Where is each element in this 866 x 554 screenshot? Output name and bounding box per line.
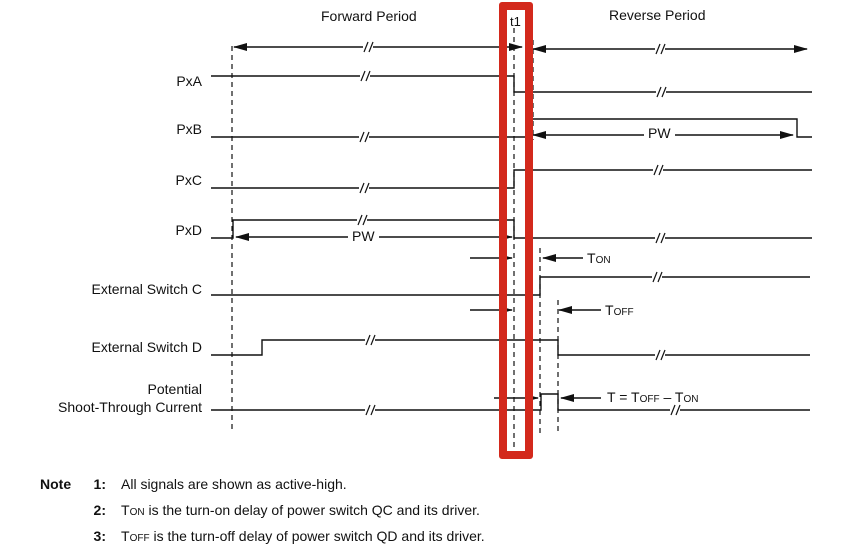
break-gap-13 [670,404,680,416]
forward-period-label: Forward Period [321,8,417,24]
note-row-1: Note 1: All signals are shown as active-… [40,476,485,502]
note-number: 3: [93,528,106,544]
note-rest: All signals are shown as active-high. [121,476,347,492]
break-gap-10 [365,334,375,346]
note-row-3: 3: TOFF is the turn-off delay of power s… [40,528,485,554]
break-slash [359,131,365,143]
break-slash [370,404,376,416]
note-small: OFF [129,533,150,544]
break-gap-6 [653,164,663,176]
break-gap-3 [656,86,666,98]
note-cap: T [121,528,130,544]
note-row-2: 2: TON is the turn-on delay of power swi… [40,502,485,528]
note-rest: is the turn-off delay of power switch QD… [149,528,485,544]
note-title: Note [40,476,72,492]
signal-label-pxa: PxA [176,73,202,89]
break-gap-4 [359,131,369,143]
note-rest: is the turn-on delay of power switch QC … [144,502,480,518]
t1-label: t1 [510,14,521,29]
break-slash [362,214,368,226]
toff-small: OFF [613,307,634,318]
t-eq-s1: OFF [639,394,660,405]
break-slash [657,271,663,283]
break-slash [360,70,366,82]
break-slash [365,70,371,82]
toff-label: TOFF [605,303,634,320]
break-slash [675,404,681,416]
break-slash [357,214,363,226]
break-gap-7 [357,214,367,226]
signal-label-pxc: PxC [175,172,202,188]
signal-label-pxd: PxD [175,222,202,238]
waveform-external-switch-c [211,276,810,296]
note-text: TOFF is the turn-off delay of power swit… [106,528,485,554]
break-gap-1 [655,43,665,55]
waveform-pxb [211,118,812,138]
note-small: ON [129,507,145,518]
break-slash [364,131,370,143]
break-gap-11 [655,349,665,361]
break-slash [655,43,661,55]
note-cap: T [121,502,130,518]
break-slash [653,164,659,176]
break-slash [661,86,667,98]
waveform-pxd [211,219,812,239]
pw-pxd-label: PW [348,229,379,244]
break-gap-9 [652,271,662,283]
signal-label-potential: Potential [147,381,202,397]
break-slash [370,334,376,346]
break-slash [363,41,369,53]
ton-label: TON [587,251,611,268]
break-slash [655,232,661,244]
reverse-period-label: Reverse Period [609,7,706,23]
signal-label-external-switch-c: External Switch C [91,281,202,297]
note-text: All signals are shown as active-high. [106,476,347,502]
t-eq-p2: – T [659,389,684,405]
break-slash [660,232,666,244]
note-title-spacer [40,502,84,528]
ton-cap: T [587,250,596,266]
break-slash [670,404,676,416]
break-slash [364,182,370,194]
break-gap-5 [359,182,369,194]
break-slash [365,334,371,346]
break-slash [359,182,365,194]
break-gap-0 [363,41,373,53]
note-number: 1: [93,476,106,492]
signal-label-external-switch-d: External Switch D [91,339,202,355]
break-slash [368,41,374,53]
note-title-spacer [40,528,84,554]
break-gap-8 [655,232,665,244]
break-slash [660,349,666,361]
t-eq-s2: ON [683,394,699,405]
break-slash [660,43,666,55]
break-slash [655,349,661,361]
signal-label-shoot-through-current: Shoot-Through Current [58,399,202,415]
break-gap-2 [360,70,370,82]
signal-label-pxb: PxB [176,121,202,137]
break-slash [658,164,664,176]
break-slash [652,271,658,283]
pw-pxb-label: PW [644,126,675,141]
break-slash [656,86,662,98]
note-text: TON is the turn-on delay of power switch… [106,502,480,528]
notes-section: Note 1: All signals are shown as active-… [40,476,485,554]
t-equation-label: T = TOFF – TON [607,390,698,407]
note-number: 2: [93,502,106,518]
break-slash [365,404,371,416]
t-eq-p1: T = T [607,389,640,405]
waveform-external-switch-d [211,339,810,356]
t1-highlight-rectangle [499,2,533,459]
ton-small: ON [595,255,611,266]
waveform-shoot-through-current [211,393,810,411]
toff-cap: T [605,302,614,318]
break-gap-12 [365,404,375,416]
